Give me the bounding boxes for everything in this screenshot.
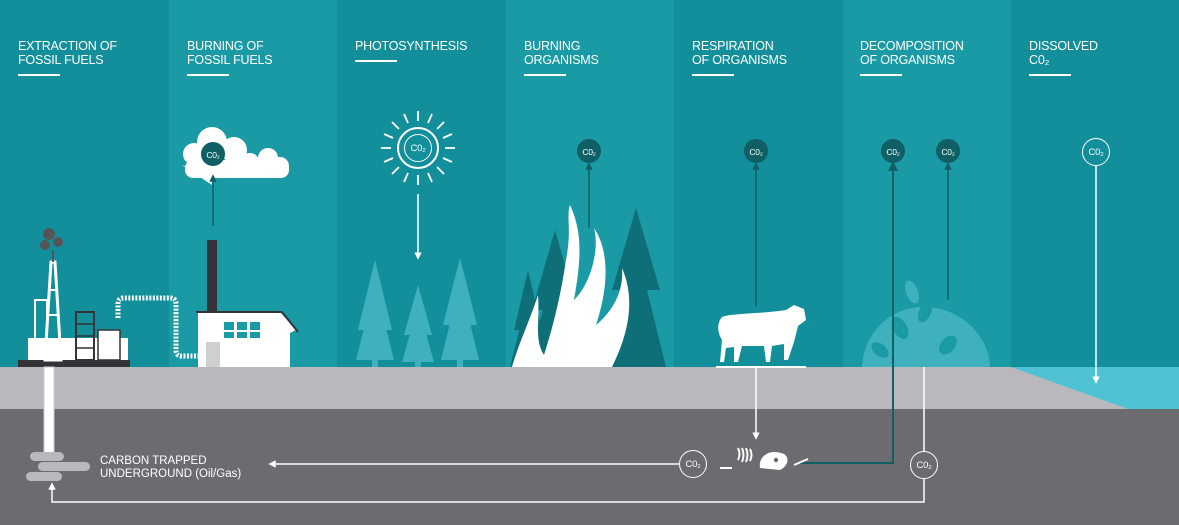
stage-title-line2: ORGANISMS <box>524 53 599 67</box>
fire-icon <box>512 205 630 367</box>
co2-badge-dissolved: C0₂ <box>1082 138 1110 166</box>
arrow-icon <box>48 478 925 503</box>
stage-title-line1: DISSOLVED <box>1029 39 1098 53</box>
stage-underline <box>187 74 229 76</box>
ground-surface <box>0 367 1179 409</box>
co2-badge-fire: C0₂ <box>577 139 601 163</box>
stage-underline <box>692 74 734 76</box>
carbon-trapped-line2: UNDERGROUND (Oil/Gas) <box>100 468 242 480</box>
co2-badge-decomposition-underground: C0₂ <box>910 451 938 479</box>
stage-title-line2: OF ORGANISMS <box>692 53 787 67</box>
carbon-trapped-label: CARBON TRAPPED UNDERGROUND (Oil/Gas) <box>100 455 241 481</box>
stage-header-extraction: EXTRACTION OF FOSSIL FUELS <box>18 39 168 76</box>
co2-badge-factory: C0₂ <box>201 142 225 166</box>
column-respiration <box>674 0 843 370</box>
stage-header-dissolved: DISSOLVED C0₂ <box>1029 39 1179 76</box>
cow-icon <box>716 305 806 368</box>
stage-header-burning-fossil: BURNING OF FOSSIL FUELS <box>187 39 337 76</box>
stage-header-burning-organisms: BURNING ORGANISMS <box>524 39 674 76</box>
stage-title-line1: EXTRACTION OF <box>18 39 117 53</box>
arrow-icon <box>800 161 898 464</box>
co2-badge-sun: C0₂ <box>404 134 432 162</box>
column-extraction <box>0 0 169 370</box>
fossil-bones-icon <box>720 447 809 470</box>
stage-underline <box>860 74 902 76</box>
well-shaft <box>43 366 55 454</box>
oil-rig-icon <box>18 228 130 367</box>
factory-icon <box>196 240 299 367</box>
stage-header-decomposition: DECOMPOSITION OF ORGANISMS <box>860 39 1010 76</box>
stage-header-respiration: RESPIRATION OF ORGANISMS <box>692 39 842 76</box>
stage-underline <box>1029 74 1071 76</box>
underground-layer <box>0 409 1179 525</box>
stage-title-line2: C0₂ <box>1029 53 1050 67</box>
stage-title-line2: FOSSIL FUELS <box>187 53 273 67</box>
stage-title-line1: BURNING OF <box>187 39 264 53</box>
sun-icon <box>381 111 455 185</box>
column-burning-fossil <box>169 0 337 370</box>
stage-title-line1: PHOTOSYNTHESIS <box>355 39 468 53</box>
co2-badge-fossils: C0₂ <box>679 450 707 478</box>
co2-badge-decomposition-2: C0₂ <box>936 139 960 163</box>
stage-title-line2: OF ORGANISMS <box>860 53 955 67</box>
column-dissolved <box>1011 0 1179 370</box>
co2-badge-decomposition-1: C0₂ <box>881 139 905 163</box>
oil-pool-icon <box>26 452 90 481</box>
stage-underline <box>524 74 566 76</box>
stage-underline <box>18 74 60 76</box>
co2-badge-respiration: C0₂ <box>744 139 768 163</box>
tree-icon <box>356 258 479 367</box>
stage-title-line1: BURNING <box>524 39 581 53</box>
stage-title-line2: FOSSIL FUELS <box>18 53 104 67</box>
stage-header-photosynthesis: PHOTOSYNTHESIS <box>355 39 505 62</box>
stage-title-line1: RESPIRATION <box>692 39 774 53</box>
stage-title-line1: DECOMPOSITION <box>860 39 964 53</box>
pipe-icon <box>115 295 204 359</box>
stage-columns <box>0 0 1179 370</box>
stage-underline <box>355 60 397 62</box>
carbon-trapped-line1: CARBON TRAPPED <box>100 455 207 467</box>
ocean-water <box>1011 367 1179 409</box>
